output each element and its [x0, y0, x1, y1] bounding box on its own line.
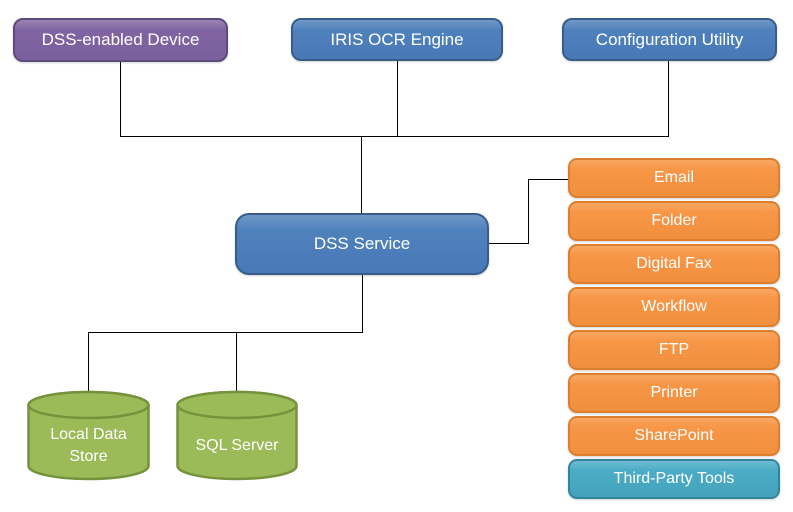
connector-top-bus: [120, 136, 669, 137]
destination-label: Email: [653, 169, 694, 186]
node-destination-printer: Printer: [568, 373, 780, 413]
connector-localstore-drop: [88, 332, 89, 391]
node-dss-enabled-device: DSS-enabled Device: [13, 18, 228, 62]
connector-sqlserver-drop: [236, 332, 237, 391]
node-destination-third-party-tools: Third-Party Tools: [568, 459, 780, 499]
connector-into-email: [528, 179, 568, 180]
destination-label: Workflow: [641, 298, 707, 315]
node-destination-digital-fax: Digital Fax: [568, 244, 780, 284]
destination-label: FTP: [658, 341, 690, 358]
node-destination-ftp: FTP: [568, 330, 780, 370]
node-sql-server-label: SQL Server: [195, 437, 279, 455]
connector-iris-drop: [397, 61, 398, 136]
connector-service-down: [362, 275, 363, 332]
node-local-data-store-label: Local Data Store: [50, 426, 127, 465]
node-destination-email: Email: [568, 158, 780, 198]
node-dss-service-label: DSS Service: [313, 234, 411, 253]
connector-bus-to-service: [361, 136, 362, 213]
node-dss-service: DSS Service: [235, 213, 489, 275]
destination-label: Third-Party Tools: [613, 470, 735, 487]
destination-label: Digital Fax: [636, 255, 712, 272]
destination-label: SharePoint: [634, 427, 714, 444]
destination-label: Folder: [651, 212, 697, 229]
node-dss-enabled-device-label: DSS-enabled Device: [41, 30, 200, 49]
node-configuration-utility-label: Configuration Utility: [595, 29, 744, 49]
destination-label: Printer: [650, 384, 698, 401]
connector-device-drop: [120, 62, 121, 136]
cylinder-shape: [27, 390, 150, 481]
node-configuration-utility: Configuration Utility: [562, 18, 777, 61]
node-sql-server: SQL Server: [176, 390, 298, 482]
connector-bottom-bus: [88, 332, 363, 333]
node-iris-ocr-engine-label: IRIS OCR Engine: [330, 29, 464, 49]
node-local-data-store: Local Data Store: [27, 390, 150, 482]
connector-service-right: [489, 243, 529, 244]
node-destination-sharepoint: SharePoint: [568, 416, 780, 456]
node-iris-ocr-engine: IRIS OCR Engine: [291, 18, 503, 61]
node-destination-workflow: Workflow: [568, 287, 780, 327]
cylinder-shape: [176, 390, 298, 481]
connector-right-riser: [528, 179, 529, 244]
node-destination-folder: Folder: [568, 201, 780, 241]
connector-config-drop: [668, 61, 669, 136]
